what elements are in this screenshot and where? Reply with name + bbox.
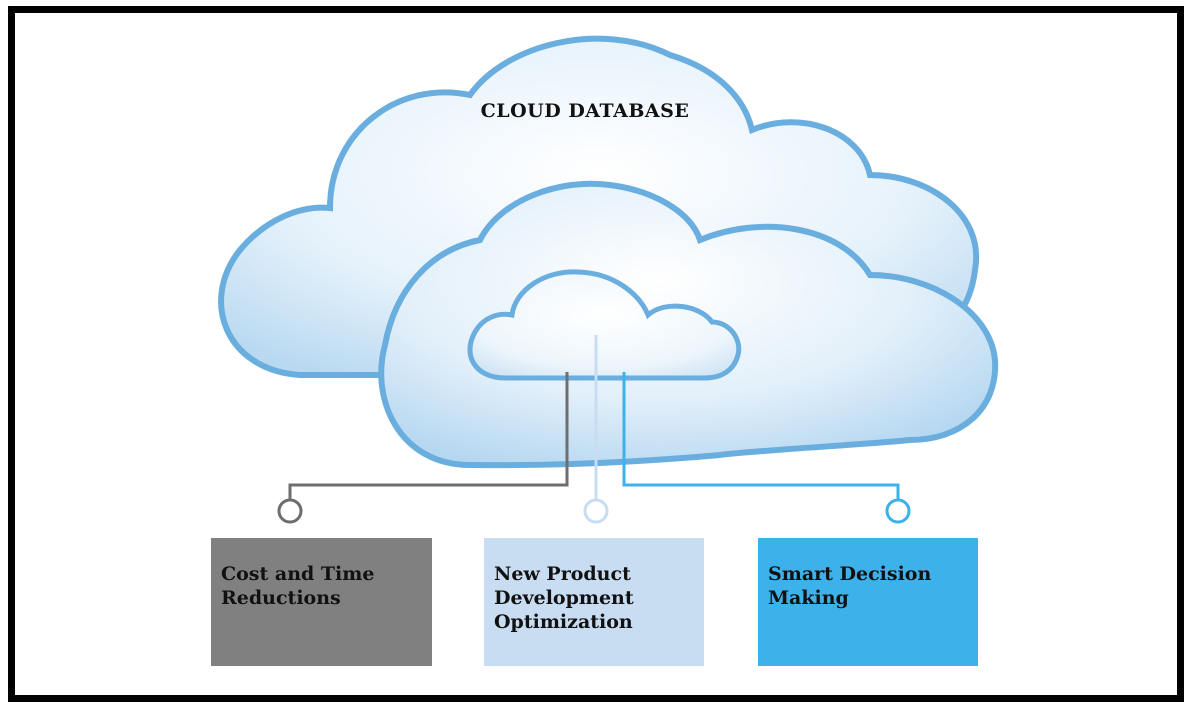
connector-product: [583, 335, 609, 524]
small-cloud: [467, 269, 742, 381]
box-label-decision: Smart Decision Making: [768, 563, 932, 609]
box-new-product-development: New Product Development Optimization: [484, 538, 704, 666]
connector-decision: [622, 372, 911, 524]
box-label-cost: Cost and Time Reductions: [221, 563, 375, 609]
box-cost-time-reductions: Cost and Time Reductions: [211, 538, 432, 666]
connector-cost: [277, 372, 569, 524]
box-label-product: New Product Development Optimization: [494, 563, 634, 633]
box-smart-decision-making: Smart Decision Making: [758, 538, 978, 666]
diagram-title: CLOUD DATABASE: [480, 100, 690, 122]
